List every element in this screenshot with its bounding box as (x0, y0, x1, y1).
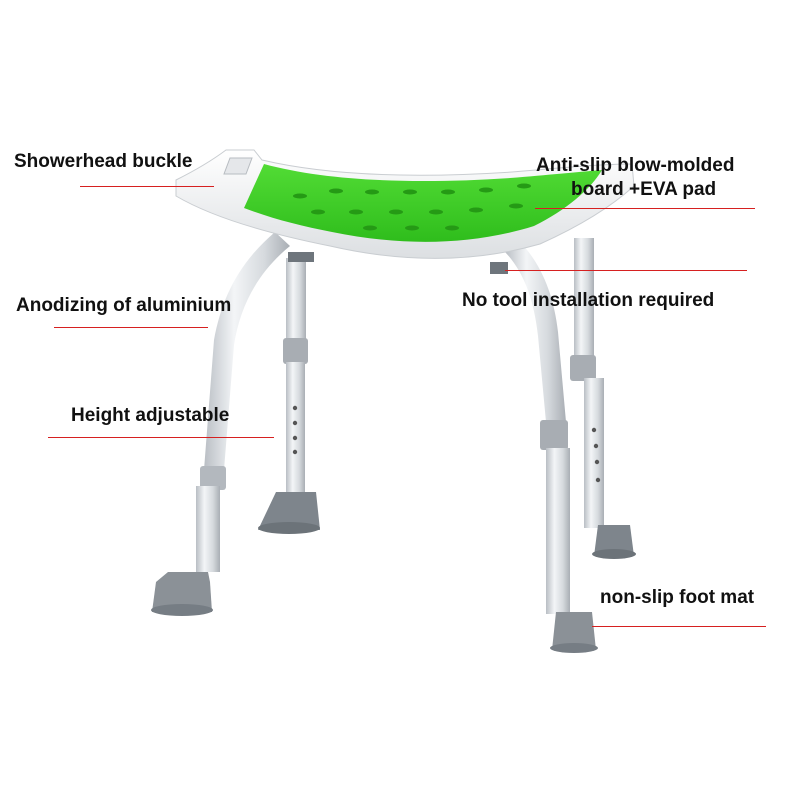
fastener-right (490, 262, 508, 274)
callout-no-tool: No tool installation required (462, 290, 715, 311)
eva-pad (244, 164, 602, 242)
showerhead-buckle-slot (223, 157, 253, 175)
callout-anti-slip-line1: Anti-slip blow-molded (536, 155, 735, 176)
callout-anodizing: Anodizing of aluminium (16, 295, 232, 316)
back-left-leg (258, 258, 320, 534)
leader-line-height-adjustable (48, 437, 274, 438)
front-left-leg (151, 232, 290, 616)
callout-showerhead-buckle: Showerhead buckle (14, 151, 193, 172)
callout-height-adjustable: Height adjustable (71, 405, 230, 426)
drainage-holes (293, 183, 531, 231)
front-right-leg (505, 244, 598, 653)
leader-line-showerhead-buckle (80, 186, 214, 187)
leader-line-foot-mat (592, 626, 766, 627)
fastener-left (288, 252, 314, 262)
callout-anti-slip-line2: board +EVA pad (571, 179, 717, 200)
leader-line-anti-slip (535, 208, 755, 209)
leader-line-no-tool (505, 270, 747, 271)
leader-line-anodizing (54, 327, 208, 328)
back-right-leg (570, 238, 636, 559)
callout-foot-mat: non-slip foot mat (600, 587, 755, 608)
